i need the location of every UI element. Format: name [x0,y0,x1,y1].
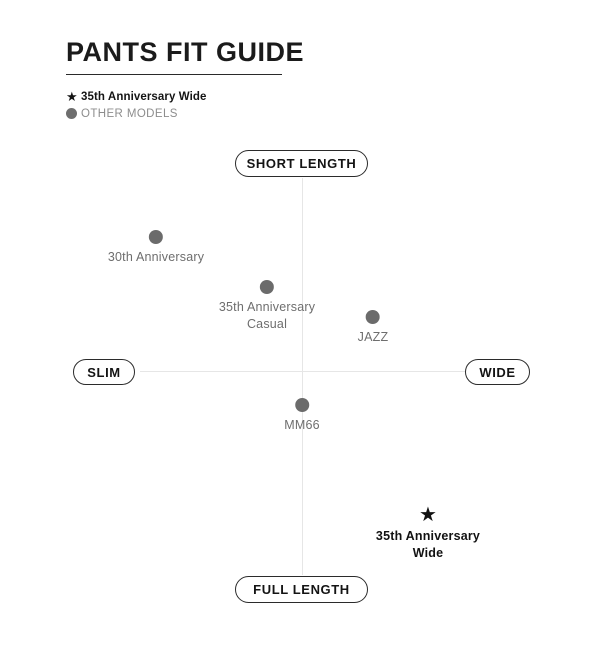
axis-label-slim: SLIM [73,359,135,385]
data-point-label: 30th Anniversary [107,250,205,264]
circle-dot-icon [365,310,380,324]
circle-dot-icon [295,398,309,412]
circle-dot-icon [66,108,81,119]
data-point-30th-anniversary: 30th Anniversary [108,230,204,266]
title-block: PANTS FIT GUIDE [66,37,466,67]
legend-label-highlight: 35th Anniversary Wide [81,90,207,103]
legend-item-other: OTHER MODELS [66,105,207,122]
circle-dot-glyph [66,108,77,119]
axis-label-wide: WIDE [465,359,530,385]
axis-label-short-length: SHORT LENGTH [235,150,368,177]
axis-label-full-length: FULL LENGTH [235,576,368,603]
data-point-label: JAZZ [357,330,389,344]
circle-dot-icon [149,230,163,244]
data-point-jazz: JAZZ [358,310,389,346]
data-point-mm66: MM66 [284,398,320,434]
data-point-35th-anniversary-wide: ★ 35th Anniversary Wide [375,504,481,562]
title-underline-rule [66,74,282,75]
circle-dot-icon [260,280,274,294]
page-title: PANTS FIT GUIDE [66,37,305,67]
axis-line-vertical [302,178,303,575]
legend-label-other: OTHER MODELS [81,107,178,120]
legend: ★ 35th Anniversary Wide OTHER MODELS [66,88,207,122]
data-point-label: MM66 [284,418,320,432]
star-icon: ★ [419,504,437,526]
data-point-label: 35th Anniversary Wide [375,529,481,560]
legend-item-highlight: ★ 35th Anniversary Wide [66,88,207,105]
star-glyph: ★ [66,89,78,104]
data-point-35th-anniversary-casual: 35th Anniversary Casual [219,280,315,333]
data-point-label: 35th Anniversary Casual [218,300,316,331]
axis-line-horizontal [140,371,465,372]
star-icon: ★ [66,90,81,103]
